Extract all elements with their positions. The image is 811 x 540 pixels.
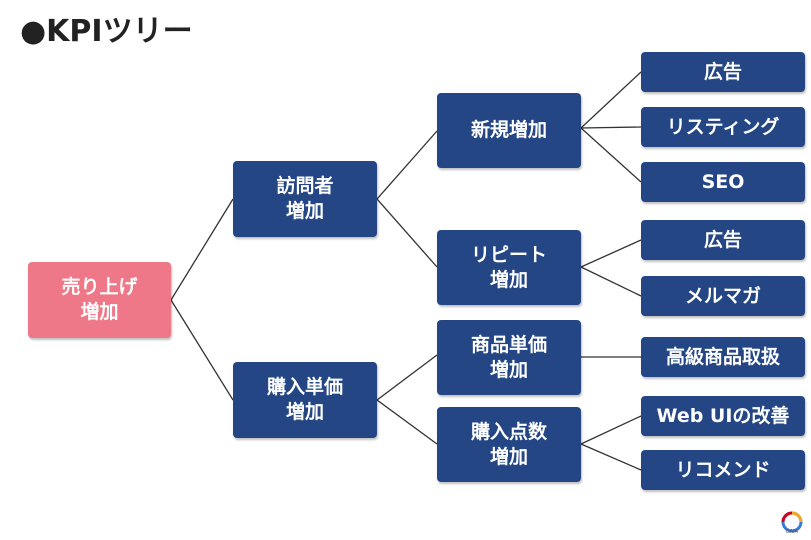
- leaf-seo: SEO: [641, 162, 805, 202]
- connector-visitors-new: [376, 130, 438, 200]
- leaf-premium-products: 高級商品取扱: [641, 337, 805, 377]
- node-repeat-increase: リピート 増加: [437, 230, 581, 305]
- connector-new-listing: [580, 126, 642, 129]
- node-purchase-price-increase: 購入単価 増加: [233, 362, 377, 438]
- connector-points-webui: [580, 415, 642, 445]
- node-sales-increase: 売り上げ 増加: [28, 262, 171, 338]
- connector-price-product: [376, 354, 438, 401]
- logo-text: GAIA: [785, 529, 799, 535]
- node-visitors-increase: 訪問者 増加: [233, 161, 377, 237]
- leaf-recommend: リコメンド: [641, 450, 805, 490]
- page-title: ●KPIツリー: [20, 14, 193, 49]
- connector-repeat-ad: [580, 239, 642, 268]
- connector-price-points: [376, 399, 438, 445]
- node-product-price-increase: 商品単価 増加: [437, 320, 581, 395]
- connector-new-seo: [580, 127, 642, 183]
- leaf-advertising-repeat: 広告: [641, 220, 805, 260]
- node-purchase-points-increase: 購入点数 増加: [437, 407, 581, 482]
- connector-points-recommend: [580, 443, 642, 471]
- leaf-mail-magazine: メルマガ: [641, 276, 805, 316]
- connector-visitors-repeat: [376, 198, 438, 268]
- leaf-advertising-new: 広告: [641, 52, 805, 92]
- connector-repeat-mail: [580, 266, 642, 297]
- logo-icon: [781, 511, 803, 533]
- leaf-listing: リスティング: [641, 107, 805, 147]
- node-new-users-increase: 新規増加: [437, 93, 581, 168]
- leaf-web-ui-improvement: Web UIの改善: [641, 396, 805, 436]
- connector-root-purchase-price: [170, 299, 234, 401]
- connector-new-ad: [580, 71, 642, 129]
- connector-root-visitors: [170, 198, 234, 301]
